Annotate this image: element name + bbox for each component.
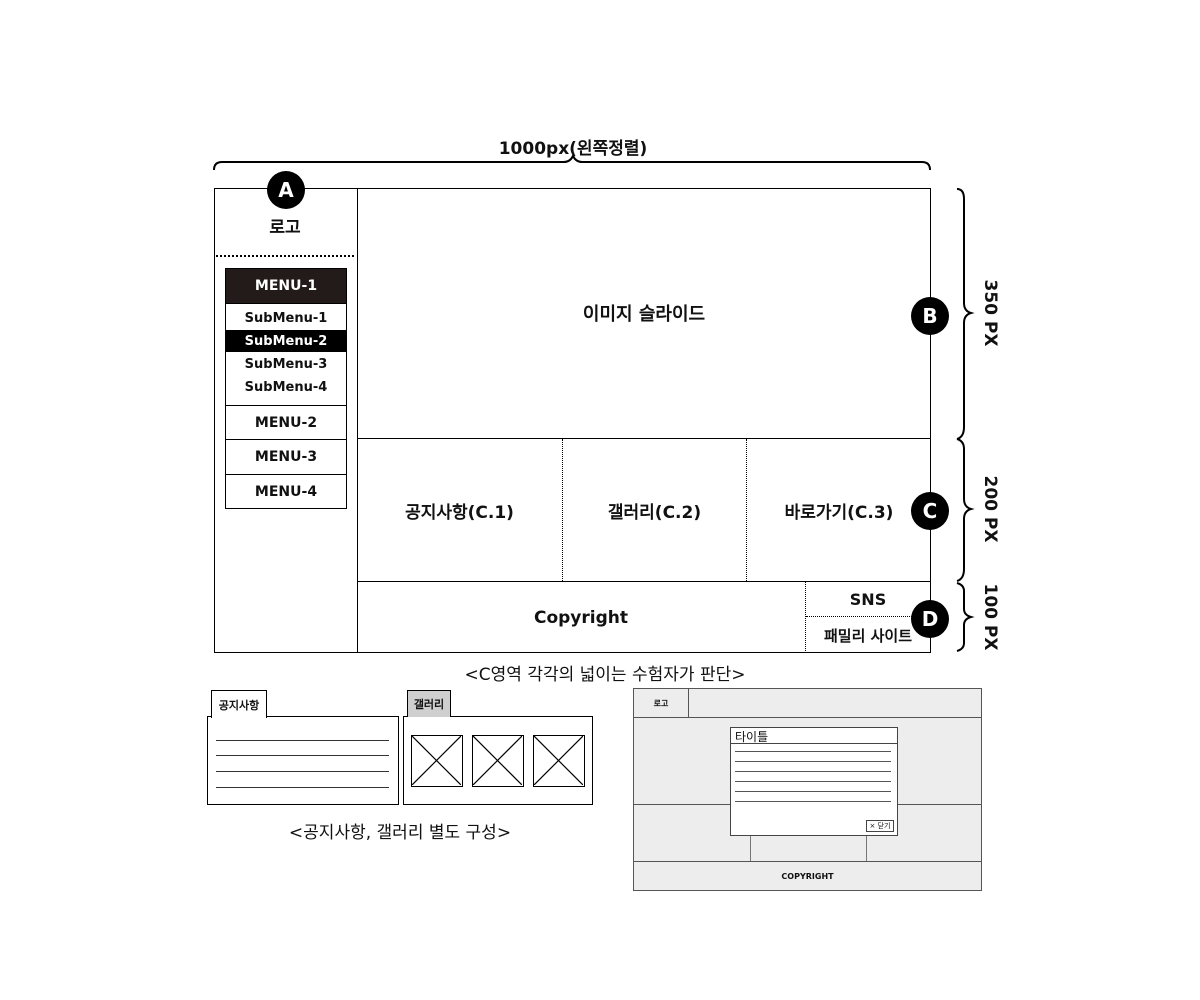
logo-divider (216, 255, 354, 257)
tabs-caption: <공지사항, 갤러리 별도 구성> (288, 823, 512, 843)
footer-divider (805, 582, 806, 653)
width-label: 1000px(왼쪽정렬) (498, 139, 648, 159)
sns-text[interactable]: SNS (849, 589, 887, 609)
logo-text: 로고 (269, 217, 301, 238)
preview-logo: 로고 (634, 689, 689, 717)
top-brace (213, 154, 931, 171)
submenu-4[interactable]: SubMenu-4 (244, 379, 328, 395)
marker-a: A (267, 171, 305, 209)
modal-line (735, 791, 891, 792)
gallery-tab-panel (403, 716, 593, 805)
menu-4[interactable]: MENU-4 (225, 474, 347, 509)
image-placeholder-2 (472, 735, 524, 787)
modal-line (735, 781, 891, 782)
height-label-d: 100 PX (980, 583, 1000, 651)
area-a (214, 188, 358, 653)
section-c3: 바로가기(C.3) (784, 502, 894, 523)
submenu-1[interactable]: SubMenu-1 (244, 310, 328, 326)
notice-line (216, 787, 389, 788)
preview-footer: COPYRIGHT (633, 861, 982, 891)
menu-1[interactable]: MENU-1 (225, 268, 347, 304)
family-site-text[interactable]: 패밀리 사이트 (823, 626, 913, 645)
submenu-2[interactable]: SubMenu-2 (226, 330, 346, 352)
modal-line (735, 761, 891, 762)
notice-line (216, 755, 389, 756)
copyright-text: Copyright (533, 608, 628, 628)
modal-title: 타이틀 (735, 730, 769, 744)
modal-title-divider (731, 743, 897, 744)
layout-frame (214, 188, 931, 653)
marker-d: D (911, 600, 949, 638)
notice-line (216, 740, 389, 741)
preview-header (633, 688, 982, 718)
notice-tab-panel (207, 716, 399, 805)
modal-line (735, 801, 891, 802)
sns-divider (806, 616, 930, 617)
marker-b: B (911, 297, 949, 335)
notice-tab[interactable]: 공지사항 (211, 690, 267, 718)
image-slider: 이미지 슬라이드 (357, 188, 931, 439)
notice-line (216, 771, 389, 772)
height-label-b: 350 PX (980, 279, 1000, 347)
marker-c: C (911, 492, 949, 530)
menu-3[interactable]: MENU-3 (225, 439, 347, 475)
image-placeholder-3 (533, 735, 585, 787)
section-c2: 갤러리(C.2) (563, 439, 747, 581)
modal-line (735, 751, 891, 752)
modal-line (735, 771, 891, 772)
image-placeholder-1 (411, 735, 463, 787)
submenu-3[interactable]: SubMenu-3 (244, 356, 328, 372)
c-area-note: <C영역 각각의 넓이는 수험자가 판단> (464, 665, 746, 685)
right-braces (956, 188, 975, 652)
modal-close-button[interactable]: × 닫기 (866, 820, 894, 832)
section-c1: 공지사항(C.1) (357, 439, 563, 581)
menu-2[interactable]: MENU-2 (225, 405, 347, 440)
gallery-tab[interactable]: 갤러리 (407, 690, 451, 717)
height-label-c: 200 PX (980, 475, 1000, 543)
footer-area (357, 581, 931, 653)
